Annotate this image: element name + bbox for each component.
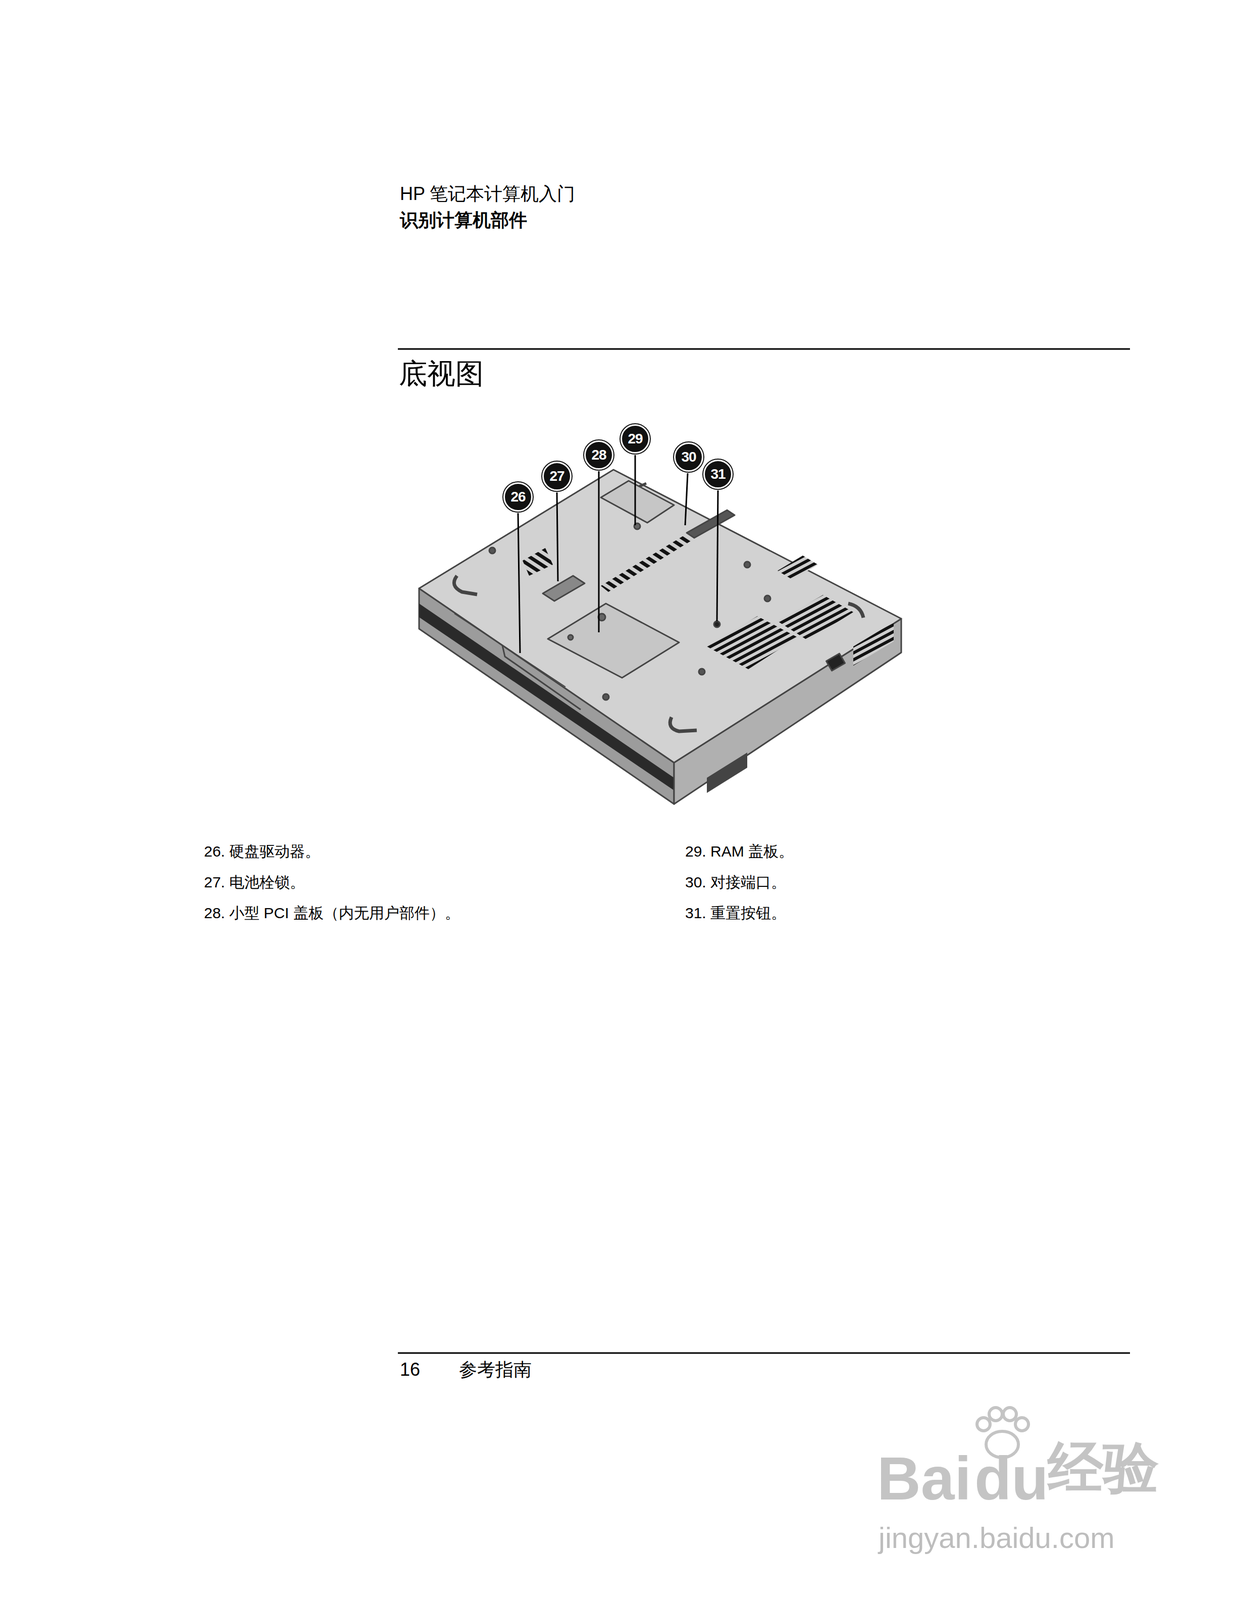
rule: [397, 1352, 1130, 1354]
header-subtitle: 识别计算机部件: [399, 209, 528, 231]
callout-circle: 31: [703, 459, 733, 489]
callout-number: 29: [627, 431, 643, 446]
callout-circle: 30: [674, 442, 704, 472]
laptop-body: [419, 469, 902, 804]
callout-number: 27: [549, 469, 564, 484]
callout-number: 30: [681, 449, 696, 465]
page-number: 16: [399, 1358, 421, 1380]
callout-circle: 29: [620, 424, 650, 454]
callout-circle: 27: [542, 461, 572, 491]
legend-item: 27. 电池栓锁。: [203, 872, 305, 892]
section-title: 底视图: [398, 356, 484, 391]
legend-item: 30. 对接端口。: [685, 872, 787, 892]
watermark: 经验: [1047, 1433, 1159, 1501]
callout-number: 31: [710, 467, 726, 482]
rule: [397, 348, 1130, 350]
legend-item: 31. 重置按钮。: [685, 903, 787, 922]
legend-item: 26. 硬盘驱动器。: [203, 842, 321, 861]
legend-item: 28. 小型 PCI 盖板（内无用户部件）。: [203, 903, 460, 922]
callout-circle: 26: [503, 482, 533, 512]
legend-item: 29. RAM 盖板。: [685, 842, 794, 861]
watermark: du: [974, 1441, 1049, 1515]
callout-number: 28: [591, 447, 606, 462]
header-text: HP 笔记本计算机入门: [399, 182, 576, 205]
leader-lines: [518, 454, 718, 653]
watermark: Bai: [877, 1441, 972, 1515]
callout-number: 26: [510, 489, 526, 504]
callout-circle: 28: [584, 440, 614, 470]
footer-text: 参考指南: [458, 1358, 532, 1380]
watermark-url: jingyan.baidu.com: [878, 1519, 1115, 1556]
